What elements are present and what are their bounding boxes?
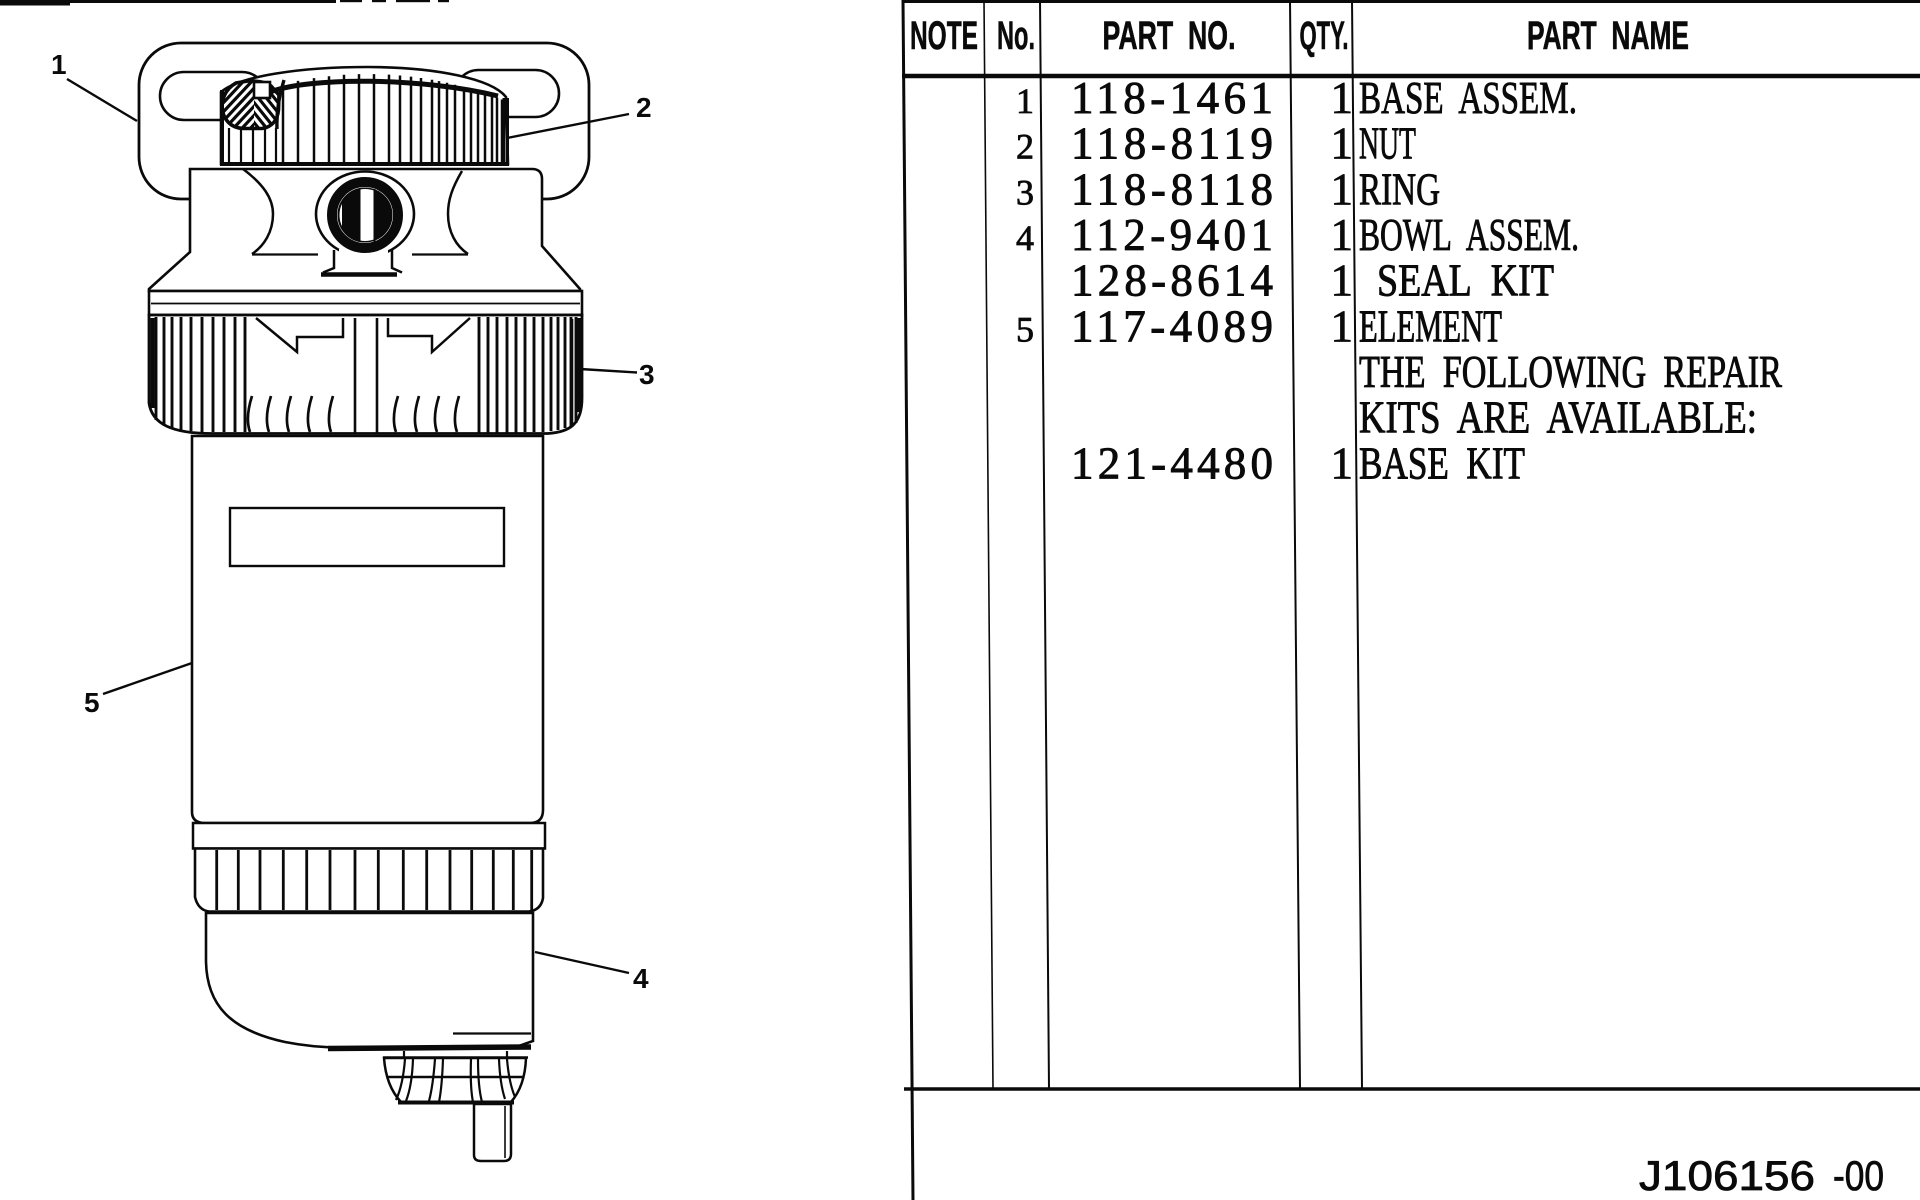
svg-text:BOWL ASSEM.: BOWL ASSEM.	[1359, 210, 1579, 260]
svg-text:1: 1	[1331, 73, 1354, 123]
svg-text:QTY.: QTY.	[1300, 14, 1349, 58]
svg-text:1: 1	[51, 49, 67, 80]
svg-text:1: 1	[1331, 438, 1354, 488]
svg-text:121-4480: 121-4480	[1071, 438, 1273, 488]
svg-text:4: 4	[633, 963, 649, 994]
svg-text:3: 3	[639, 359, 655, 390]
svg-text:ELEMENT: ELEMENT	[1359, 301, 1502, 351]
svg-text:NOTE: NOTE	[910, 14, 978, 58]
svg-text:1: 1	[1331, 119, 1354, 169]
svg-text:4: 4	[1016, 218, 1034, 258]
svg-text:3: 3	[1016, 172, 1034, 212]
svg-text:2: 2	[636, 92, 652, 123]
svg-text:112-9401: 112-9401	[1071, 210, 1273, 260]
svg-text:1: 1	[1331, 210, 1354, 260]
svg-text:5: 5	[1016, 309, 1034, 349]
svg-text:1: 1	[1331, 164, 1354, 214]
svg-text:1: 1	[1331, 256, 1354, 306]
svg-text:2: 2	[1016, 127, 1034, 167]
svg-text:KITS ARE AVAILABLE:: KITS ARE AVAILABLE:	[1359, 393, 1757, 443]
svg-text:128-8614: 128-8614	[1071, 256, 1273, 306]
svg-text:1: 1	[1331, 301, 1354, 351]
svg-text:BASE KIT: BASE KIT	[1359, 438, 1525, 488]
svg-text:RING: RING	[1359, 164, 1440, 214]
svg-text:118-8118: 118-8118	[1071, 164, 1273, 214]
svg-text:118-8119: 118-8119	[1071, 119, 1273, 169]
svg-text:118-1461: 118-1461	[1071, 73, 1273, 123]
svg-text:1: 1	[1016, 81, 1034, 121]
svg-text:J106156: J106156	[1639, 1152, 1815, 1199]
svg-text:PART NO.: PART NO.	[1103, 14, 1236, 58]
svg-text:NUT: NUT	[1359, 119, 1416, 169]
svg-text:BASE ASSEM.: BASE ASSEM.	[1359, 73, 1577, 123]
svg-text:-00: -00	[1833, 1152, 1884, 1199]
svg-text:PART NAME: PART NAME	[1527, 14, 1689, 58]
svg-text:5: 5	[84, 687, 100, 718]
svg-text:117-4089: 117-4089	[1071, 301, 1273, 351]
svg-text:No.: No.	[997, 14, 1035, 58]
svg-text:SEAL KIT: SEAL KIT	[1377, 256, 1554, 306]
svg-text:THE FOLLOWING REPAIR: THE FOLLOWING REPAIR	[1359, 347, 1782, 397]
